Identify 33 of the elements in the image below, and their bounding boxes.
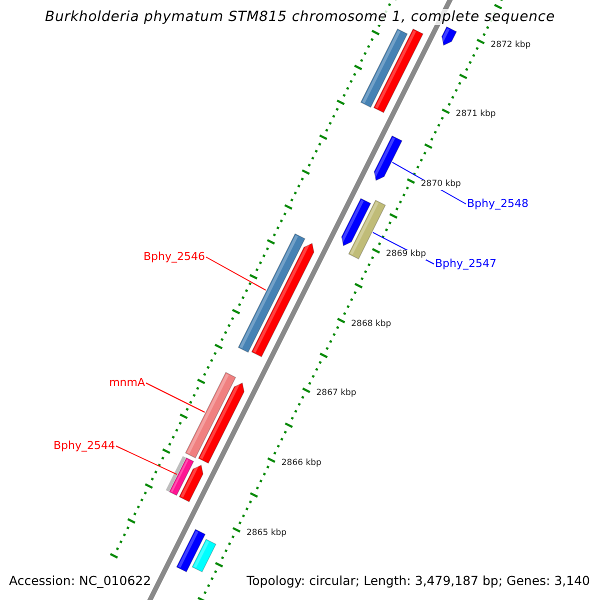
scale-label: 2866 kbp [281, 459, 322, 469]
gene-label: Bphy_2547 [435, 258, 497, 270]
gene-bar [192, 538, 216, 572]
gene-bar [198, 382, 245, 464]
gene-bar [372, 135, 403, 181]
scale-label: 2865 kbp [246, 528, 287, 539]
gene-bar [178, 464, 204, 502]
gene-bar [251, 242, 314, 358]
gene-label: Bphy_2544 [53, 440, 115, 452]
leader-line [116, 446, 178, 475]
scale-label: 2871 kbp [456, 110, 496, 120]
summary-text: Topology: circular; Length: 3,479,187 bp; Genes: 3,140 [246, 574, 590, 588]
scale-label: 2870 kbp [420, 180, 461, 190]
gene-label: Bphy_2546 [143, 250, 205, 264]
gene-label: mnmA [109, 376, 145, 390]
gene-bar [440, 26, 458, 46]
scale-label: 2869 kbp [386, 250, 426, 260]
accession-text: Accession: NC_010622 [9, 574, 152, 588]
gene-bar [360, 28, 408, 108]
scale-label: 2867 kbp [316, 389, 356, 400]
leader-line [146, 382, 206, 413]
gene-bar [340, 198, 372, 246]
gene-bar [238, 233, 306, 353]
gene-bar [348, 200, 386, 260]
gene-bar [176, 528, 206, 572]
gene-bar [373, 28, 424, 114]
gene-bar [166, 456, 194, 496]
leader-line [206, 256, 266, 291]
scale-label: 2872 kbp [490, 40, 531, 50]
gene-bar [184, 372, 236, 458]
title: Burkholderia phymatum STM815 chromosome 1, complete sequence [44, 9, 555, 26]
scale-label: 2868 kbp [351, 320, 392, 330]
gene-label: Bphy_2548 [467, 198, 529, 210]
